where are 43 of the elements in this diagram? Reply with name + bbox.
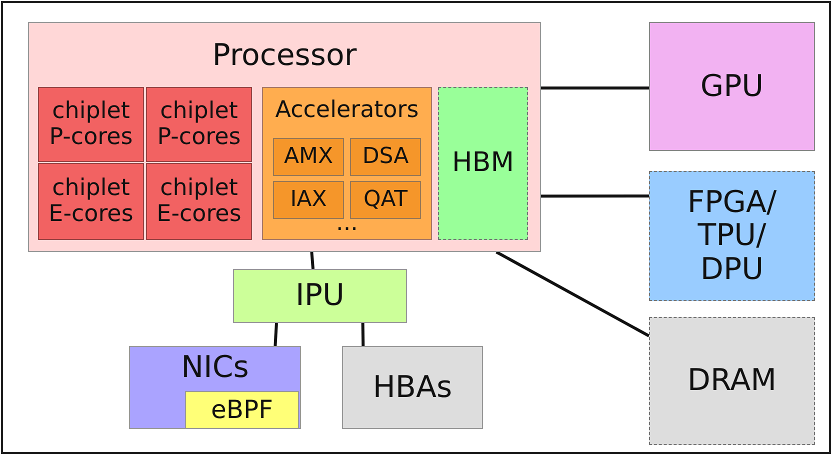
hba-box — [342, 346, 483, 429]
node-label: HBAs — [372, 370, 452, 404]
connector-line — [310, 252, 315, 270]
chiplet-box — [38, 163, 144, 240]
ebpf-box — [185, 391, 299, 429]
accelerator-box — [350, 138, 421, 176]
accelerator-box — [273, 181, 344, 219]
node-label: AMX — [284, 144, 334, 170]
nic-box — [129, 346, 301, 429]
connector-line — [274, 322, 278, 346]
node-label: chiplet E-cores — [156, 176, 242, 228]
connector-line — [541, 86, 649, 90]
node-label: FPGA/ TPU/ DPU — [686, 186, 778, 286]
node-label: DRAM — [687, 364, 777, 398]
node-label: DSA — [362, 144, 409, 170]
processor-box — [28, 22, 541, 252]
node-label: QAT — [363, 188, 408, 212]
memory-box — [438, 87, 528, 240]
device-box — [649, 22, 815, 151]
device-box — [649, 171, 815, 301]
connector-line — [361, 322, 365, 346]
node-label: GPU — [700, 70, 764, 104]
node-label: chiplet P-cores — [156, 98, 242, 150]
chiplet-box — [146, 87, 252, 162]
accelerators-box — [262, 87, 432, 240]
node-label: eBPF — [211, 396, 273, 424]
node-label: ... — [336, 211, 358, 238]
node-label: Processor — [212, 37, 357, 73]
ipu-box — [233, 269, 407, 323]
accelerator-box — [350, 181, 421, 219]
node-label: NICs — [181, 349, 249, 385]
node-label: chiplet E-cores — [48, 176, 134, 228]
connector-line — [496, 250, 650, 338]
accelerator-box — [273, 138, 344, 176]
node-label: Accelerators — [275, 96, 419, 124]
chiplet-box — [146, 163, 252, 240]
connector-line — [541, 194, 649, 198]
device-box — [649, 317, 815, 445]
node-label: chiplet P-cores — [48, 98, 134, 150]
node-label: IPU — [296, 279, 344, 313]
node-label: HBM — [452, 148, 514, 179]
node-label: IAX — [290, 188, 327, 212]
chiplet-box — [38, 87, 144, 162]
